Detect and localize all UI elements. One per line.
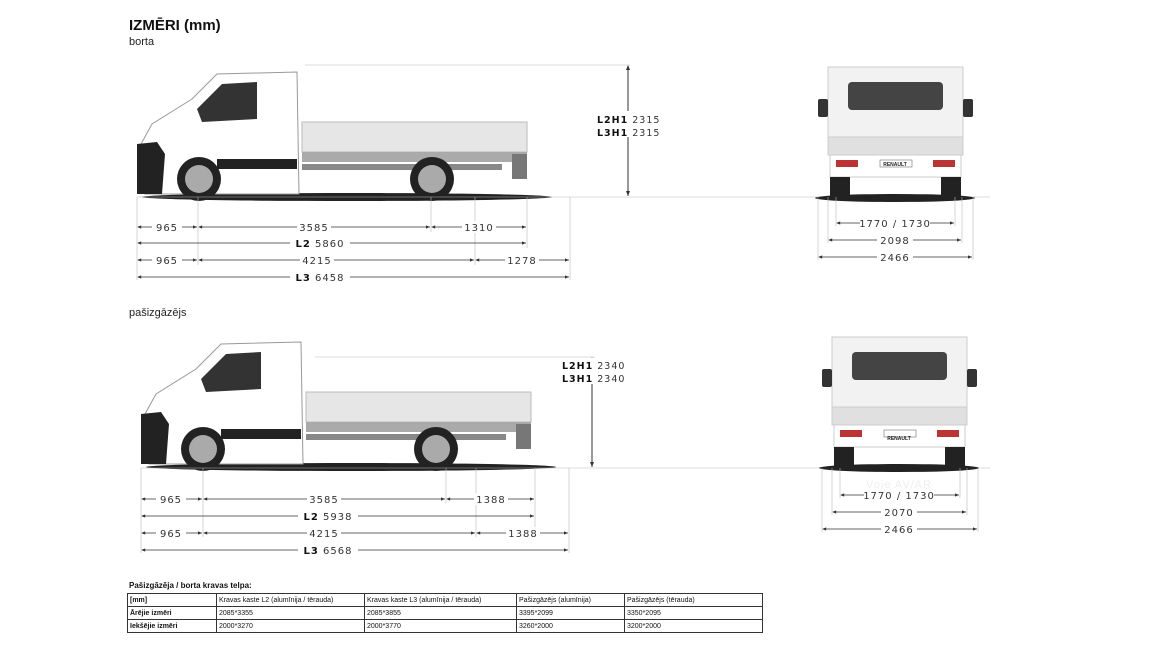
- svg-text:L2 5938: L2 5938: [304, 512, 353, 523]
- svg-text:L2H1 2340: L2H1 2340: [562, 361, 625, 372]
- rear-view-truck-tipper: [818, 336, 980, 473]
- svg-text:L3H1 2315: L3H1 2315: [597, 128, 660, 139]
- svg-text:1770 / 1730: 1770 / 1730: [859, 219, 931, 230]
- table-cell: 2000*3270: [216, 619, 365, 633]
- section-label-borta: borta: [129, 36, 155, 48]
- section-label-tipper: pašizgāzējs: [129, 307, 187, 319]
- table-cell: 2000*3770: [364, 619, 517, 633]
- table-cell: 3350*2095: [624, 606, 763, 620]
- svg-text:965: 965: [160, 495, 182, 506]
- table-row: Ārējie izmēri 2085*3355 2085*3855 3395*2…: [127, 606, 763, 620]
- track-watermark: Voie AV/AR: [866, 479, 932, 491]
- svg-text:L2H1 2315: L2H1 2315: [597, 115, 660, 126]
- svg-text:3585: 3585: [309, 495, 338, 506]
- side-view-truck-tipper: [140, 341, 557, 472]
- svg-text:L3 6458: L3 6458: [296, 273, 345, 284]
- svg-text:1278: 1278: [507, 256, 536, 267]
- svg-text:1310: 1310: [464, 223, 493, 234]
- svg-text:2098: 2098: [880, 236, 909, 247]
- svg-text:RENAULT: RENAULT: [887, 436, 911, 442]
- header-cell: [mm]: [127, 593, 217, 607]
- side-view-truck-borta: [136, 71, 553, 202]
- svg-text:3585: 3585: [299, 223, 328, 234]
- header-cell: Pašizgāzējs (tērauda): [624, 593, 763, 607]
- header-cell: Kravas kaste L2 (alumīnija / tērauda): [216, 593, 365, 607]
- svg-text:2466: 2466: [880, 253, 909, 264]
- table-row: Iekšējie izmēri 2000*3270 2000*3770 3260…: [127, 619, 763, 633]
- table-header-row: [mm] Kravas kaste L2 (alumīnija / tēraud…: [127, 593, 763, 607]
- svg-text:2466: 2466: [884, 525, 913, 536]
- svg-text:1770 / 1730: 1770 / 1730: [863, 491, 935, 502]
- header-cell: Kravas kaste L3 (alumīnija / tērauda): [364, 593, 517, 607]
- rear-view-truck-borta: [814, 66, 976, 203]
- svg-text:RENAULT: RENAULT: [883, 162, 907, 168]
- svg-text:L2 5860: L2 5860: [296, 239, 345, 250]
- header-cell: Pašizgāzējs (alumīnija): [516, 593, 625, 607]
- table-cell: 3395*2099: [516, 606, 625, 620]
- svg-text:965: 965: [156, 256, 178, 267]
- table-title: Pašizgāzēja / borta kravas telpa:: [129, 581, 252, 590]
- svg-text:4215: 4215: [302, 256, 331, 267]
- svg-text:1388: 1388: [476, 495, 505, 506]
- table-cell: 3200*2000: [624, 619, 763, 633]
- table-cell: 2085*3855: [364, 606, 517, 620]
- row-label: Ārējie izmēri: [127, 606, 217, 620]
- svg-text:L3 6568: L3 6568: [304, 546, 353, 557]
- svg-text:2070: 2070: [884, 508, 913, 519]
- svg-text:965: 965: [160, 529, 182, 540]
- svg-text:1388: 1388: [508, 529, 537, 540]
- svg-text:965: 965: [156, 223, 178, 234]
- table-cell: 3260*2000: [516, 619, 625, 633]
- svg-text:4215: 4215: [309, 529, 338, 540]
- cargo-dimensions-table: [mm] Kravas kaste L2 (alumīnija / tēraud…: [127, 593, 763, 633]
- page-title: IZMĒRI (mm): [129, 17, 221, 34]
- table-cell: 2085*3355: [216, 606, 365, 620]
- svg-text:L3H1 2340: L3H1 2340: [562, 374, 625, 385]
- row-label: Iekšējie izmēri: [127, 619, 217, 633]
